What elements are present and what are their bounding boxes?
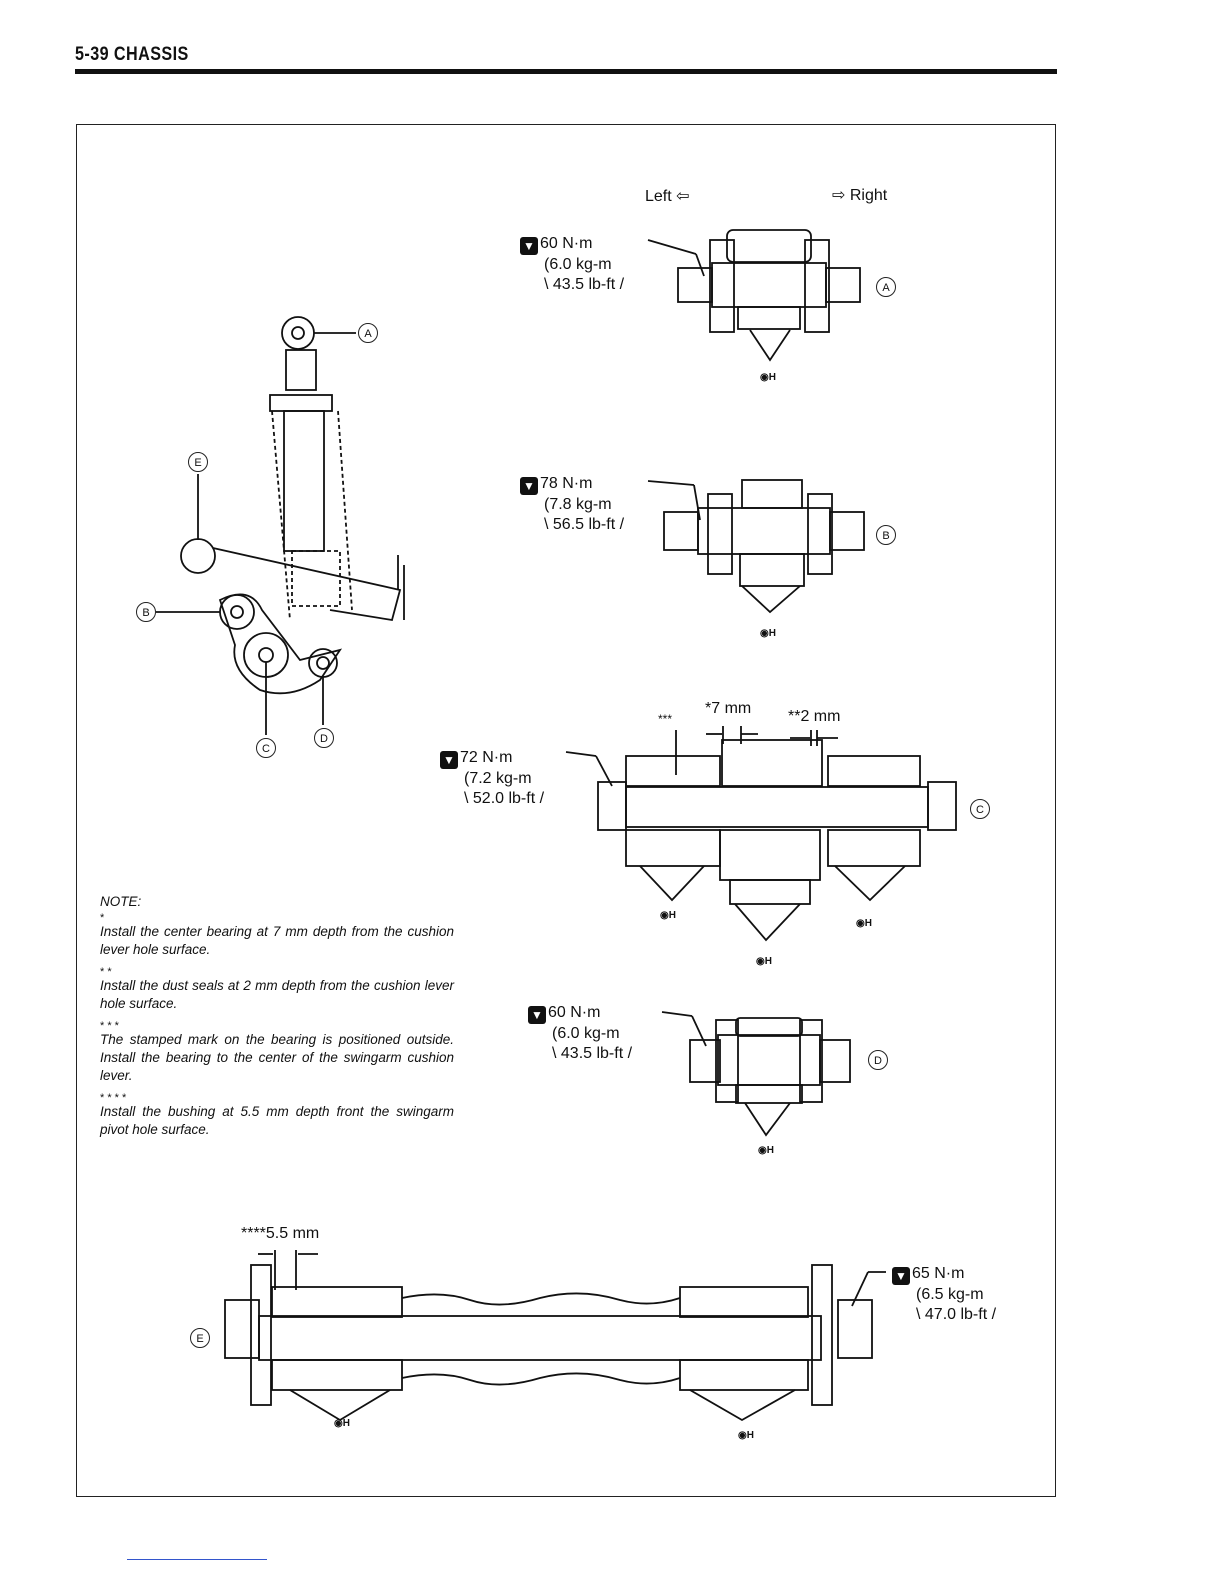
torque-spec-b: ▼78 N·m (7.8 kg-m \ 56.5 lb-ft / [520, 474, 624, 535]
label-a-overview: A [358, 323, 378, 343]
page-header: 5-39 CHASSIS [75, 44, 189, 65]
note-item: * * * * Install the bushing at 5.5 mm de… [100, 1093, 454, 1139]
label-e-detail: E [190, 1328, 210, 1348]
torque-kgm: (6.5 kg-m [916, 1286, 984, 1303]
swingarm-pivot-e [224, 1250, 886, 1422]
dimension-7mm: *7 mm [705, 700, 752, 717]
grease-A-icon: ◉H [334, 1418, 350, 1429]
grease-A-icon: ◉H [660, 910, 676, 921]
torque-spec-a: ▼60 N·m (6.0 kg-m \ 43.5 lb-ft / [520, 234, 624, 295]
torque-lbft: \ 43.5 lb-ft / [544, 276, 625, 293]
shock-absorber-drawing [156, 316, 405, 735]
footer-rule [127, 1559, 267, 1560]
bearing-assembly-c [565, 726, 957, 942]
torque-spec-e: ▼65 N·m (6.5 kg-m \ 47.0 lb-ft / [892, 1264, 996, 1325]
grease-A-icon: ◉H [856, 918, 872, 929]
note-text: The stamped mark on the bearing is posit… [100, 1032, 454, 1083]
torque-nm: 60 N·m [548, 1004, 601, 1021]
torque-lbft: \ 47.0 lb-ft / [916, 1306, 997, 1323]
header-rule [75, 69, 1057, 74]
torque-wrench-icon: ▼ [520, 237, 538, 255]
figure-frame [76, 124, 1056, 1497]
grease-A-icon: ◉H [760, 628, 776, 639]
bearing-assembly-d [661, 1011, 851, 1137]
label-e-overview: E [188, 452, 208, 472]
label-d-detail: D [868, 1050, 888, 1070]
torque-spec-d: ▼60 N·m (6.0 kg-m \ 43.5 lb-ft / [528, 1003, 632, 1064]
bearing-assembly-a [647, 229, 861, 362]
torque-kgm: (6.0 kg-m [552, 1025, 620, 1042]
bearing-assembly-b [647, 479, 865, 614]
note-text: Install the dust seals at 2 mm depth fro… [100, 978, 454, 1011]
note-text: Install the bushing at 5.5 mm depth fron… [100, 1104, 454, 1137]
note-item: * Install the center bearing at 7 mm dep… [100, 913, 454, 959]
torque-nm: 65 N·m [912, 1265, 965, 1282]
grease-A-icon: ◉H [756, 956, 772, 967]
grease-A-icon: ◉H [758, 1145, 774, 1156]
dimension-2mm: **2 mm [788, 708, 841, 725]
note-mark: * * * [100, 1020, 119, 1032]
torque-lbft: \ 43.5 lb-ft / [552, 1045, 633, 1062]
note-mark: * * * * [100, 1092, 127, 1104]
torque-nm: 78 N·m [540, 475, 593, 492]
torque-wrench-icon: ▼ [892, 1267, 910, 1285]
direction-right: ⇨ Right [832, 187, 888, 204]
torque-wrench-icon: ▼ [528, 1006, 546, 1024]
grease-A-icon: ◉H [738, 1430, 754, 1441]
torque-nm: 60 N·m [540, 235, 593, 252]
label-b-detail: B [876, 525, 896, 545]
installation-note: NOTE: * Install the center bearing at 7 … [100, 893, 454, 1147]
note-text: Install the center bearing at 7 mm depth… [100, 924, 454, 957]
dimension-5-5mm: ****5.5 mm [241, 1225, 320, 1242]
note-item: * * Install the dust seals at 2 mm depth… [100, 967, 454, 1013]
label-d-overview: D [314, 728, 334, 748]
torque-lbft: \ 52.0 lb-ft / [464, 790, 545, 807]
torque-lbft: \ 56.5 lb-ft / [544, 516, 625, 533]
torque-kgm: (6.0 kg-m [544, 256, 612, 273]
torque-wrench-icon: ▼ [520, 477, 538, 495]
torque-kgm: (7.8 kg-m [544, 496, 612, 513]
label-c-detail: C [970, 799, 990, 819]
torque-wrench-icon: ▼ [440, 751, 458, 769]
torque-kgm: (7.2 kg-m [464, 770, 532, 787]
note-title: NOTE: [100, 894, 142, 909]
note-item: * * * The stamped mark on the bearing is… [100, 1021, 454, 1085]
label-b-overview: B [136, 602, 156, 622]
note-mark: * * [100, 966, 112, 978]
label-c-overview: C [256, 738, 276, 758]
torque-spec-c: ▼72 N·m (7.2 kg-m \ 52.0 lb-ft / [440, 748, 544, 809]
direction-left: Left ⇦ [645, 188, 690, 205]
dimension-3star: *** [658, 712, 673, 726]
label-a-detail: A [876, 277, 896, 297]
grease-A-icon: ◉H [760, 372, 776, 383]
note-mark: * [100, 912, 105, 924]
torque-nm: 72 N·m [460, 749, 513, 766]
